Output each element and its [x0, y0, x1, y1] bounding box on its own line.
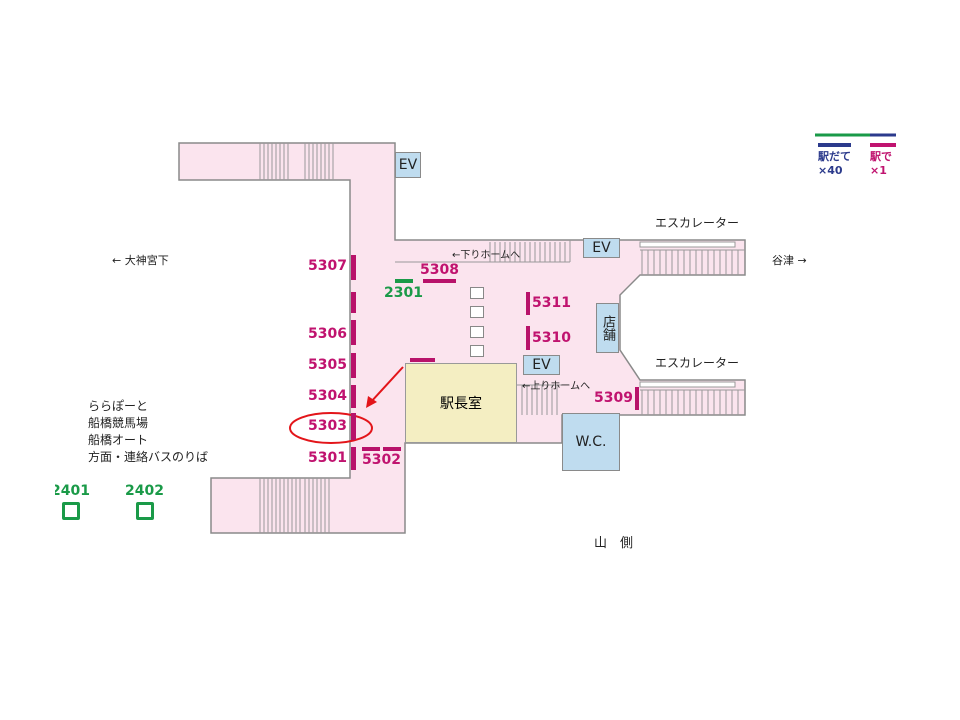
board-marker-5303	[351, 413, 356, 440]
direction-right: 谷津 →	[772, 254, 807, 267]
board-marker-5307	[351, 255, 356, 280]
board-label: 5310	[532, 330, 571, 346]
concourse-floor	[178, 142, 746, 534]
shop: 店舗	[596, 303, 619, 353]
board-marker-5306	[351, 320, 356, 345]
board-marker-5302	[383, 447, 401, 451]
station-master-room: 駅長室	[405, 363, 517, 443]
board-label-green: 2301	[384, 285, 423, 301]
board-label-green: 2402	[125, 483, 164, 499]
legend-count: ×40	[818, 164, 843, 177]
green-board-icon	[136, 502, 154, 520]
board-marker-5310	[526, 326, 530, 350]
down-platform-label: ←下りホームへ	[452, 250, 521, 261]
board-marker-5305	[351, 353, 356, 378]
highlight-circle	[289, 412, 373, 444]
pointer-arrow	[369, 366, 404, 404]
board-marker	[351, 292, 356, 313]
escalator-label: エスカレーター	[655, 356, 740, 370]
legend-label: 駅で	[870, 150, 892, 163]
board-marker-2301	[395, 279, 413, 283]
legend-count: ×1	[870, 164, 887, 177]
pillar	[470, 326, 484, 338]
elevator-1: EV	[395, 152, 421, 178]
arrow-head-icon	[366, 396, 377, 408]
board-label: 5306	[308, 326, 347, 342]
board-label: 5308	[420, 262, 459, 278]
bus-info-line: 船橋競馬場	[88, 416, 149, 430]
board-marker-5302	[362, 447, 380, 451]
legend-swatch	[870, 143, 896, 147]
elevator-3: EV	[523, 355, 560, 375]
board-marker-5311	[526, 292, 530, 315]
board-label: 5307	[308, 258, 347, 274]
direction-bottom: 山 側	[594, 536, 634, 551]
board-marker-5301	[351, 447, 356, 470]
pillar	[470, 306, 484, 318]
legend-swatch	[818, 143, 851, 147]
pillar	[470, 287, 484, 299]
board-label-green: 2401	[55, 483, 90, 499]
elevator-2: EV	[583, 238, 620, 258]
bus-info: ららぽーと 船橋競馬場 船橋オート 方面・連絡バスのりば	[88, 398, 208, 466]
bus-info-line: 船橋オート	[88, 433, 149, 447]
escalator-label: エスカレーター	[655, 216, 740, 230]
board-label: 5311	[532, 295, 571, 311]
board-marker-5304	[351, 385, 356, 408]
board-label: 5304	[308, 388, 347, 404]
legend-label: 駅だて	[818, 150, 851, 163]
legend: 駅だて ×40 駅で ×1	[818, 142, 896, 182]
direction-left: ← 大神宮下	[112, 254, 169, 267]
board-label: 5301	[308, 450, 347, 466]
board-marker-5308	[423, 279, 456, 283]
restroom: W.C.	[562, 413, 620, 471]
board-label: 5302	[362, 452, 401, 468]
up-platform-label: ←上りホームへ	[522, 381, 591, 392]
board-label: 5309	[594, 390, 633, 406]
board-marker	[410, 358, 435, 362]
board-label: 5305	[308, 357, 347, 373]
bus-info-line: ららぽーと	[88, 399, 149, 413]
board-label-highlighted: 5303	[308, 418, 347, 434]
board-marker-5309	[635, 387, 639, 410]
green-board-icon	[62, 502, 80, 520]
bus-info-line: 方面・連絡バスのりば	[88, 450, 209, 464]
pillar	[470, 345, 484, 357]
